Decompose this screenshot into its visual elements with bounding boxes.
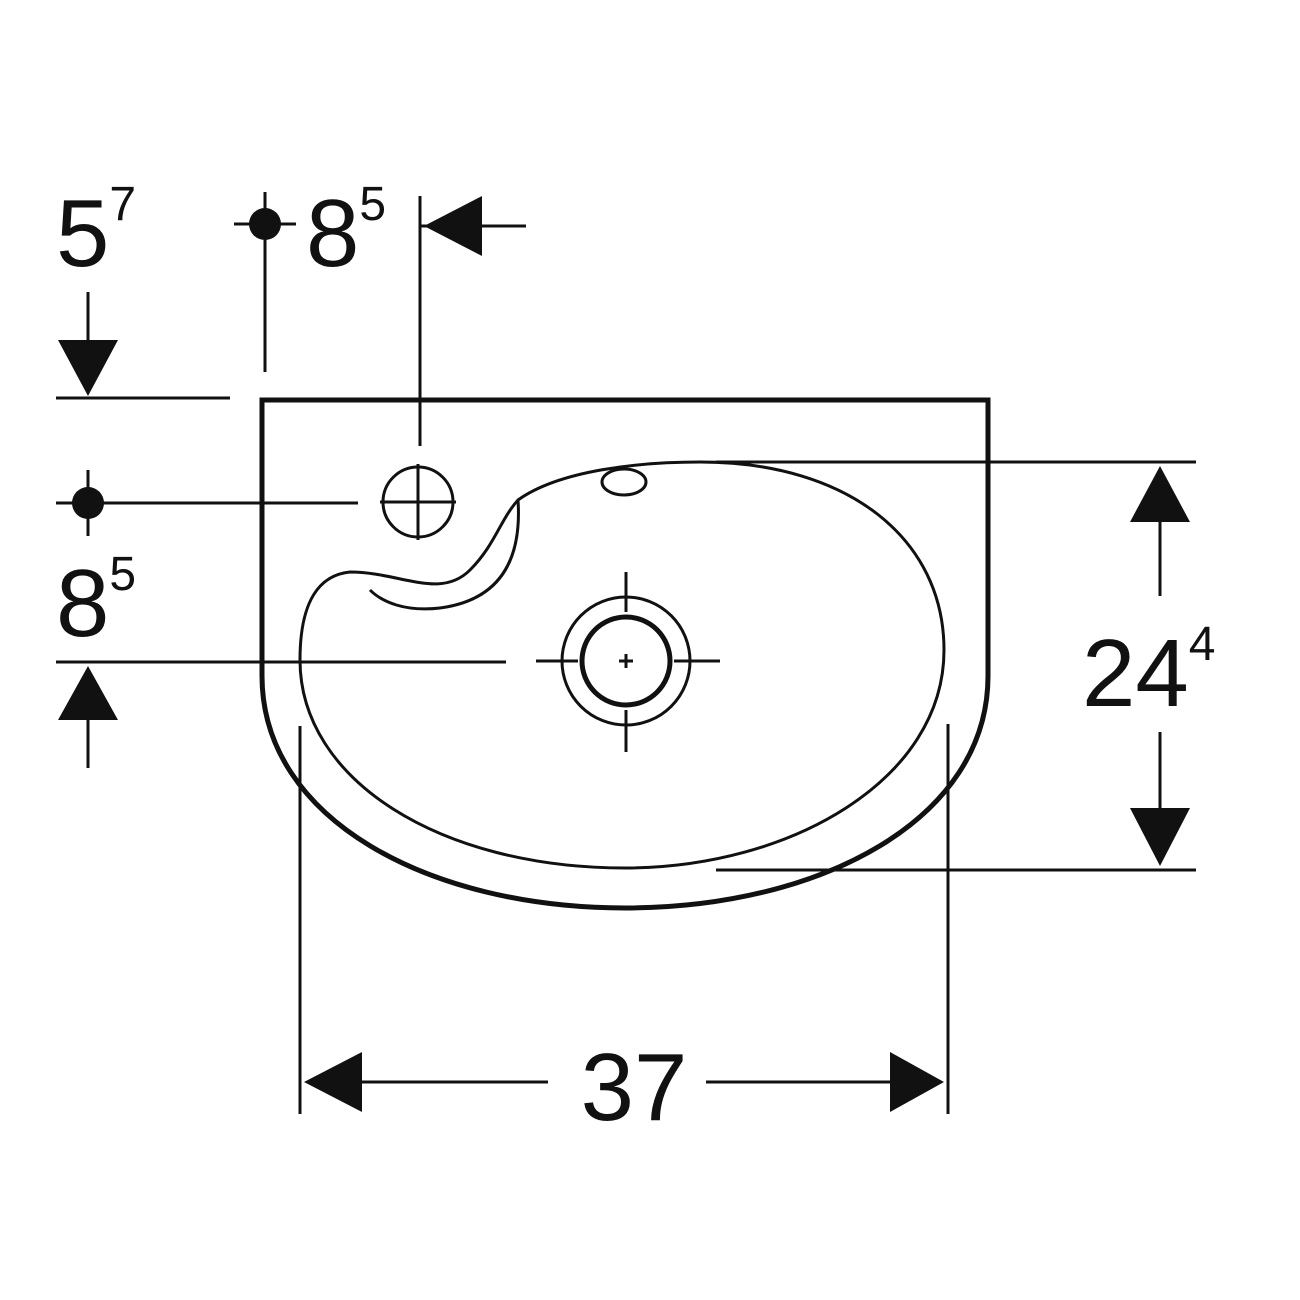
dim-tap-side-offset: 85 [234,178,526,446]
bowl-rim [298,460,946,870]
axis-mark-dot [249,208,281,240]
svg-text:244: 244 [1082,618,1215,727]
left-axis-mark-dot [72,487,104,519]
dim-tap-side-sup: 5 [359,178,386,231]
overflow-hole [600,467,648,497]
dim-width: 37 [298,724,950,1141]
svg-text:85: 85 [56,548,136,657]
dim-left-offset: 85 [56,470,506,768]
soap-recess-edge [368,499,520,611]
dim-left-offset-sup: 5 [109,548,136,601]
dim-depth-sup: 4 [1189,618,1216,671]
dim-top-offset-sup: 7 [109,178,136,231]
dim-depth-main: 24 [1082,620,1189,727]
dim-depth: 244 [716,460,1215,872]
svg-text:57: 57 [56,178,136,287]
drain-inner-ring [579,614,673,708]
dim-top-offset-main: 5 [56,180,109,287]
svg-text:85: 85 [306,178,386,287]
dim-top-offset: 57 [56,178,230,400]
basin-outline [259,397,991,911]
dim-width-main: 37 [581,1034,688,1141]
dim-width-label: 37 [581,1034,688,1141]
dim-tap-side-main: 8 [306,180,359,287]
dim-left-offset-main: 8 [56,550,109,657]
